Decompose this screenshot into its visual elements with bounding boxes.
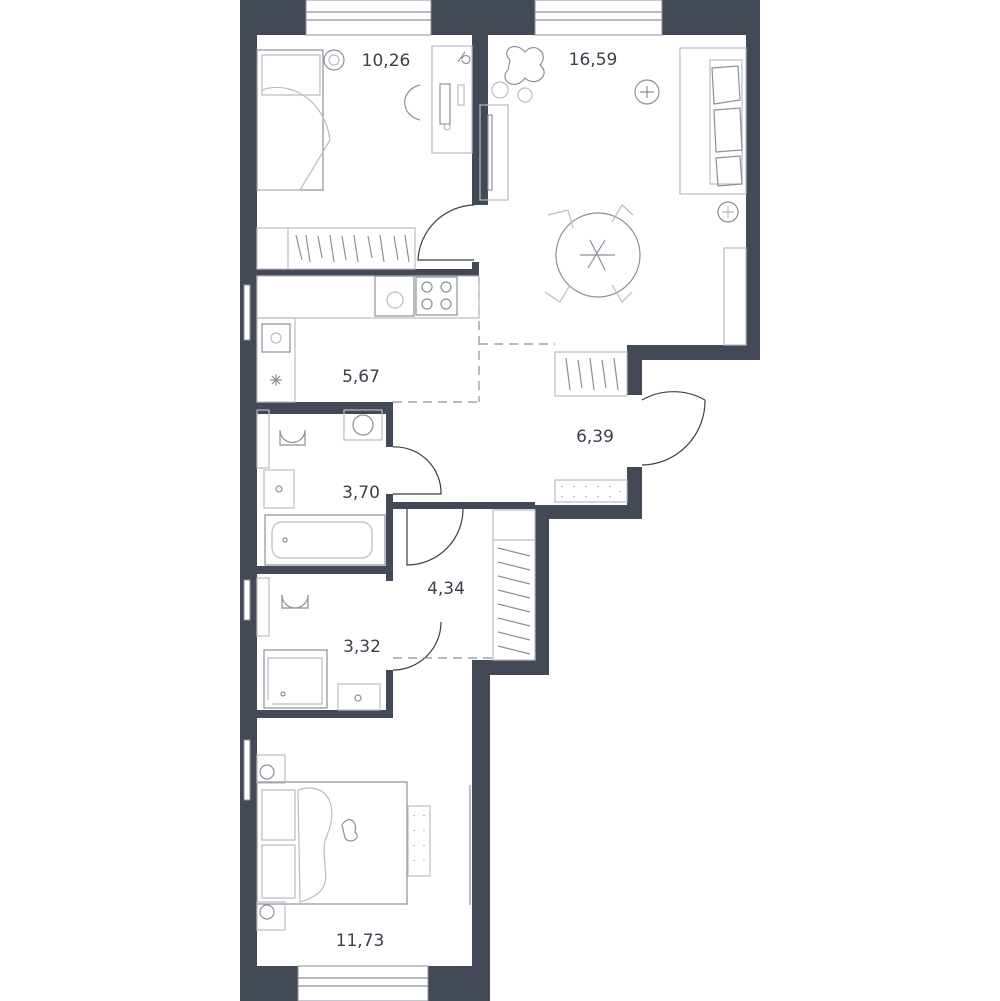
corridor-wardrobe xyxy=(492,509,536,661)
area-bathroom-2: 3,32 xyxy=(343,637,381,657)
kitchen-counter xyxy=(256,275,480,403)
wall-bath1-right xyxy=(386,402,393,447)
area-bathroom-1: 3,70 xyxy=(342,483,380,503)
wall-bottom-right xyxy=(428,966,490,1001)
door-hall-entry xyxy=(641,391,706,466)
room-labels: 10,26 16,59 5,67 6,39 3,70 4,34 3,32 11,… xyxy=(336,50,618,951)
area-hallway: 6,39 xyxy=(576,427,614,447)
door-bath2 xyxy=(392,621,442,671)
wall-bath1-right-lower xyxy=(386,494,393,569)
side-cabinet xyxy=(723,247,747,346)
plant-icon xyxy=(491,46,545,103)
dining-table xyxy=(544,204,641,303)
wall-top-mid xyxy=(431,0,535,35)
doors xyxy=(392,204,706,671)
window-living xyxy=(534,0,663,36)
hall-wardrobe xyxy=(554,351,628,397)
sofa xyxy=(679,47,747,195)
wall-top-right xyxy=(662,0,760,35)
wall-right-living xyxy=(746,0,760,360)
bedroom2-rug xyxy=(407,805,431,877)
bath2-fixtures xyxy=(256,577,381,711)
bed-bedroom1 xyxy=(256,49,331,191)
shoe-rack xyxy=(554,479,628,503)
walls xyxy=(240,0,760,1001)
wall-hall-right-upper xyxy=(627,345,642,395)
wall-bath-divider xyxy=(257,566,393,574)
wall-living-bottom xyxy=(627,345,760,360)
window-left-2 xyxy=(243,579,251,621)
wall-bath1-top xyxy=(257,402,392,414)
windows xyxy=(243,0,663,1001)
area-bedroom-1: 10,26 xyxy=(362,51,411,71)
wardrobe-bedroom1 xyxy=(256,227,416,270)
wall-kitchen-stub xyxy=(472,262,479,276)
wall-corridor-right xyxy=(535,505,549,675)
bed-bedroom2 xyxy=(256,781,408,905)
nightstand-fan-top xyxy=(256,754,286,784)
wall-bedroom1-bottom xyxy=(257,269,479,276)
desk xyxy=(404,45,473,154)
area-living-room: 16,59 xyxy=(569,50,618,70)
furniture xyxy=(256,45,747,931)
bath1-fixtures xyxy=(256,409,386,566)
wall-hall-inner xyxy=(393,502,535,509)
wall-top-left xyxy=(240,0,306,35)
wall-step xyxy=(472,660,549,675)
floor-lamp-icon xyxy=(717,201,739,223)
nightstand-fan-bottom xyxy=(256,901,286,931)
area-bedroom-2: 11,73 xyxy=(336,931,385,951)
wall-bath2-right-lower xyxy=(386,670,393,717)
window-bedroom1 xyxy=(305,0,432,36)
wall-bath2-right xyxy=(386,566,393,581)
wall-bedroom2-right xyxy=(472,660,490,1001)
clock-icon xyxy=(634,79,660,105)
door-corridor xyxy=(406,508,464,566)
wall-bedroom2-top xyxy=(257,710,393,718)
wall-hall-bottom xyxy=(535,505,642,519)
area-kitchen: 5,67 xyxy=(342,367,380,387)
door-bath1 xyxy=(392,446,442,495)
fan-icon xyxy=(323,49,345,71)
tv-unit xyxy=(479,104,509,201)
wall-bottom-left xyxy=(240,966,298,1001)
window-bedroom2 xyxy=(297,965,429,1001)
window-left-3 xyxy=(243,739,251,801)
area-corridor: 4,34 xyxy=(427,579,465,599)
wall-outer-left xyxy=(240,0,257,1001)
door-bedroom1 xyxy=(417,204,475,261)
zone-separators xyxy=(393,276,555,659)
window-left-1 xyxy=(243,284,251,341)
